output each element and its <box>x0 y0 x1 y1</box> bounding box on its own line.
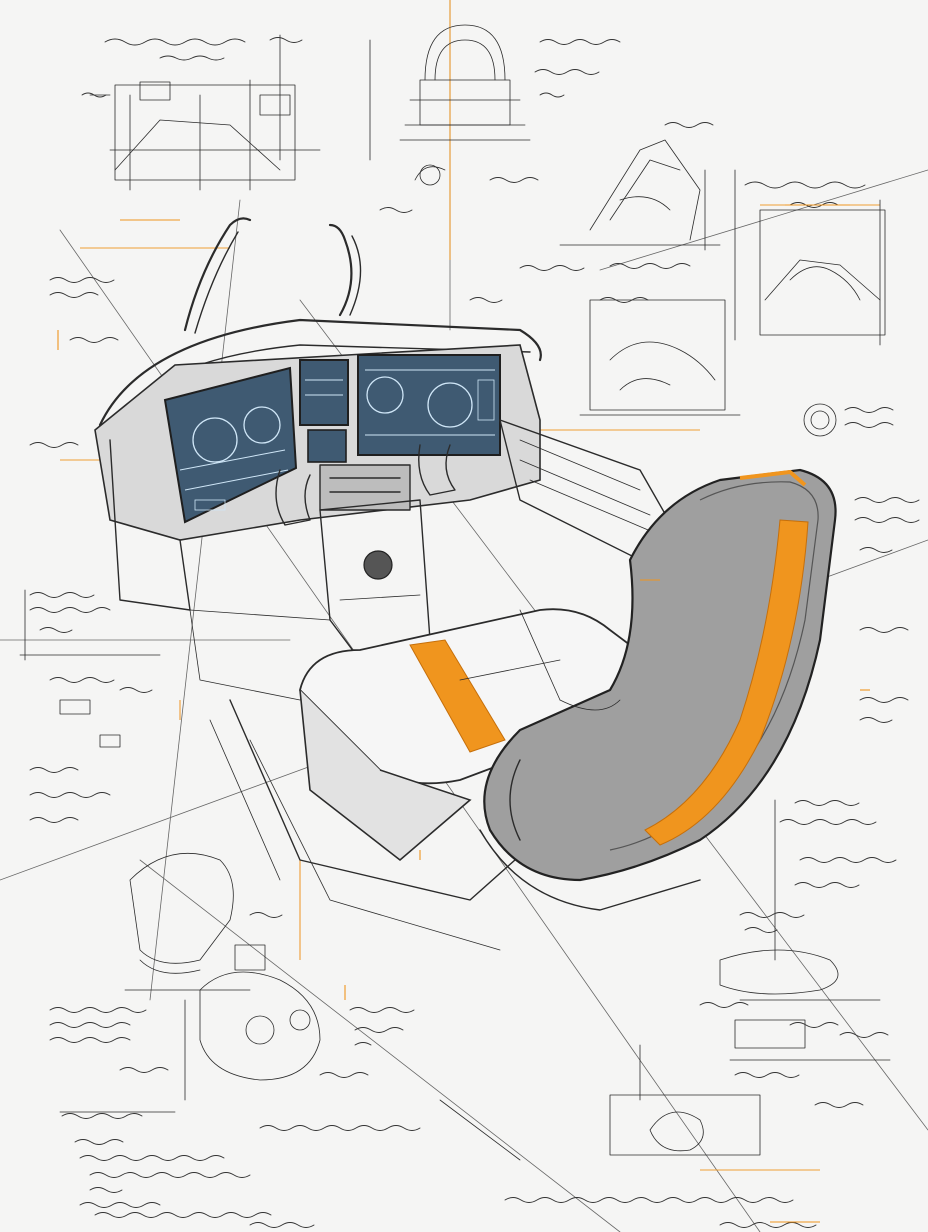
left-margin-boxes <box>19 589 161 748</box>
orange-accent-marks <box>57 204 870 1223</box>
handwritten-notes-top-center <box>379 39 621 303</box>
sketch-bottom-left-seat <box>124 852 251 991</box>
sketch-top-left-console <box>89 34 321 191</box>
handwritten-notes-bottom-left <box>49 912 415 1078</box>
pilot-seat-backrest <box>479 468 837 911</box>
sketch-top-seat-front <box>369 24 531 186</box>
sketch-bottom-mechanism <box>184 944 321 1101</box>
center-display-screen <box>299 359 349 463</box>
handwritten-notes-mid-right <box>599 297 920 723</box>
sketch-bottom-right-details <box>609 799 891 1156</box>
handwritten-notes-bottom-center <box>259 1099 794 1203</box>
control-yokes <box>275 444 456 526</box>
notes-block-bottom-left <box>59 1111 315 1228</box>
left-display-screen <box>163 366 298 524</box>
right-side-console <box>499 419 681 561</box>
handwritten-notes-top-right <box>519 122 866 271</box>
handwritten-notes-left <box>29 277 153 823</box>
center-pedestal <box>319 499 431 661</box>
handwritten-notes-top-left <box>81 37 303 98</box>
right-display-screen <box>357 354 501 456</box>
handwritten-notes-bottom-right <box>699 800 897 1228</box>
sketch-mid-right-panel <box>579 299 837 437</box>
sketch-seat-side-view <box>559 139 721 251</box>
sketch-right-cockpit-detail <box>734 169 886 346</box>
